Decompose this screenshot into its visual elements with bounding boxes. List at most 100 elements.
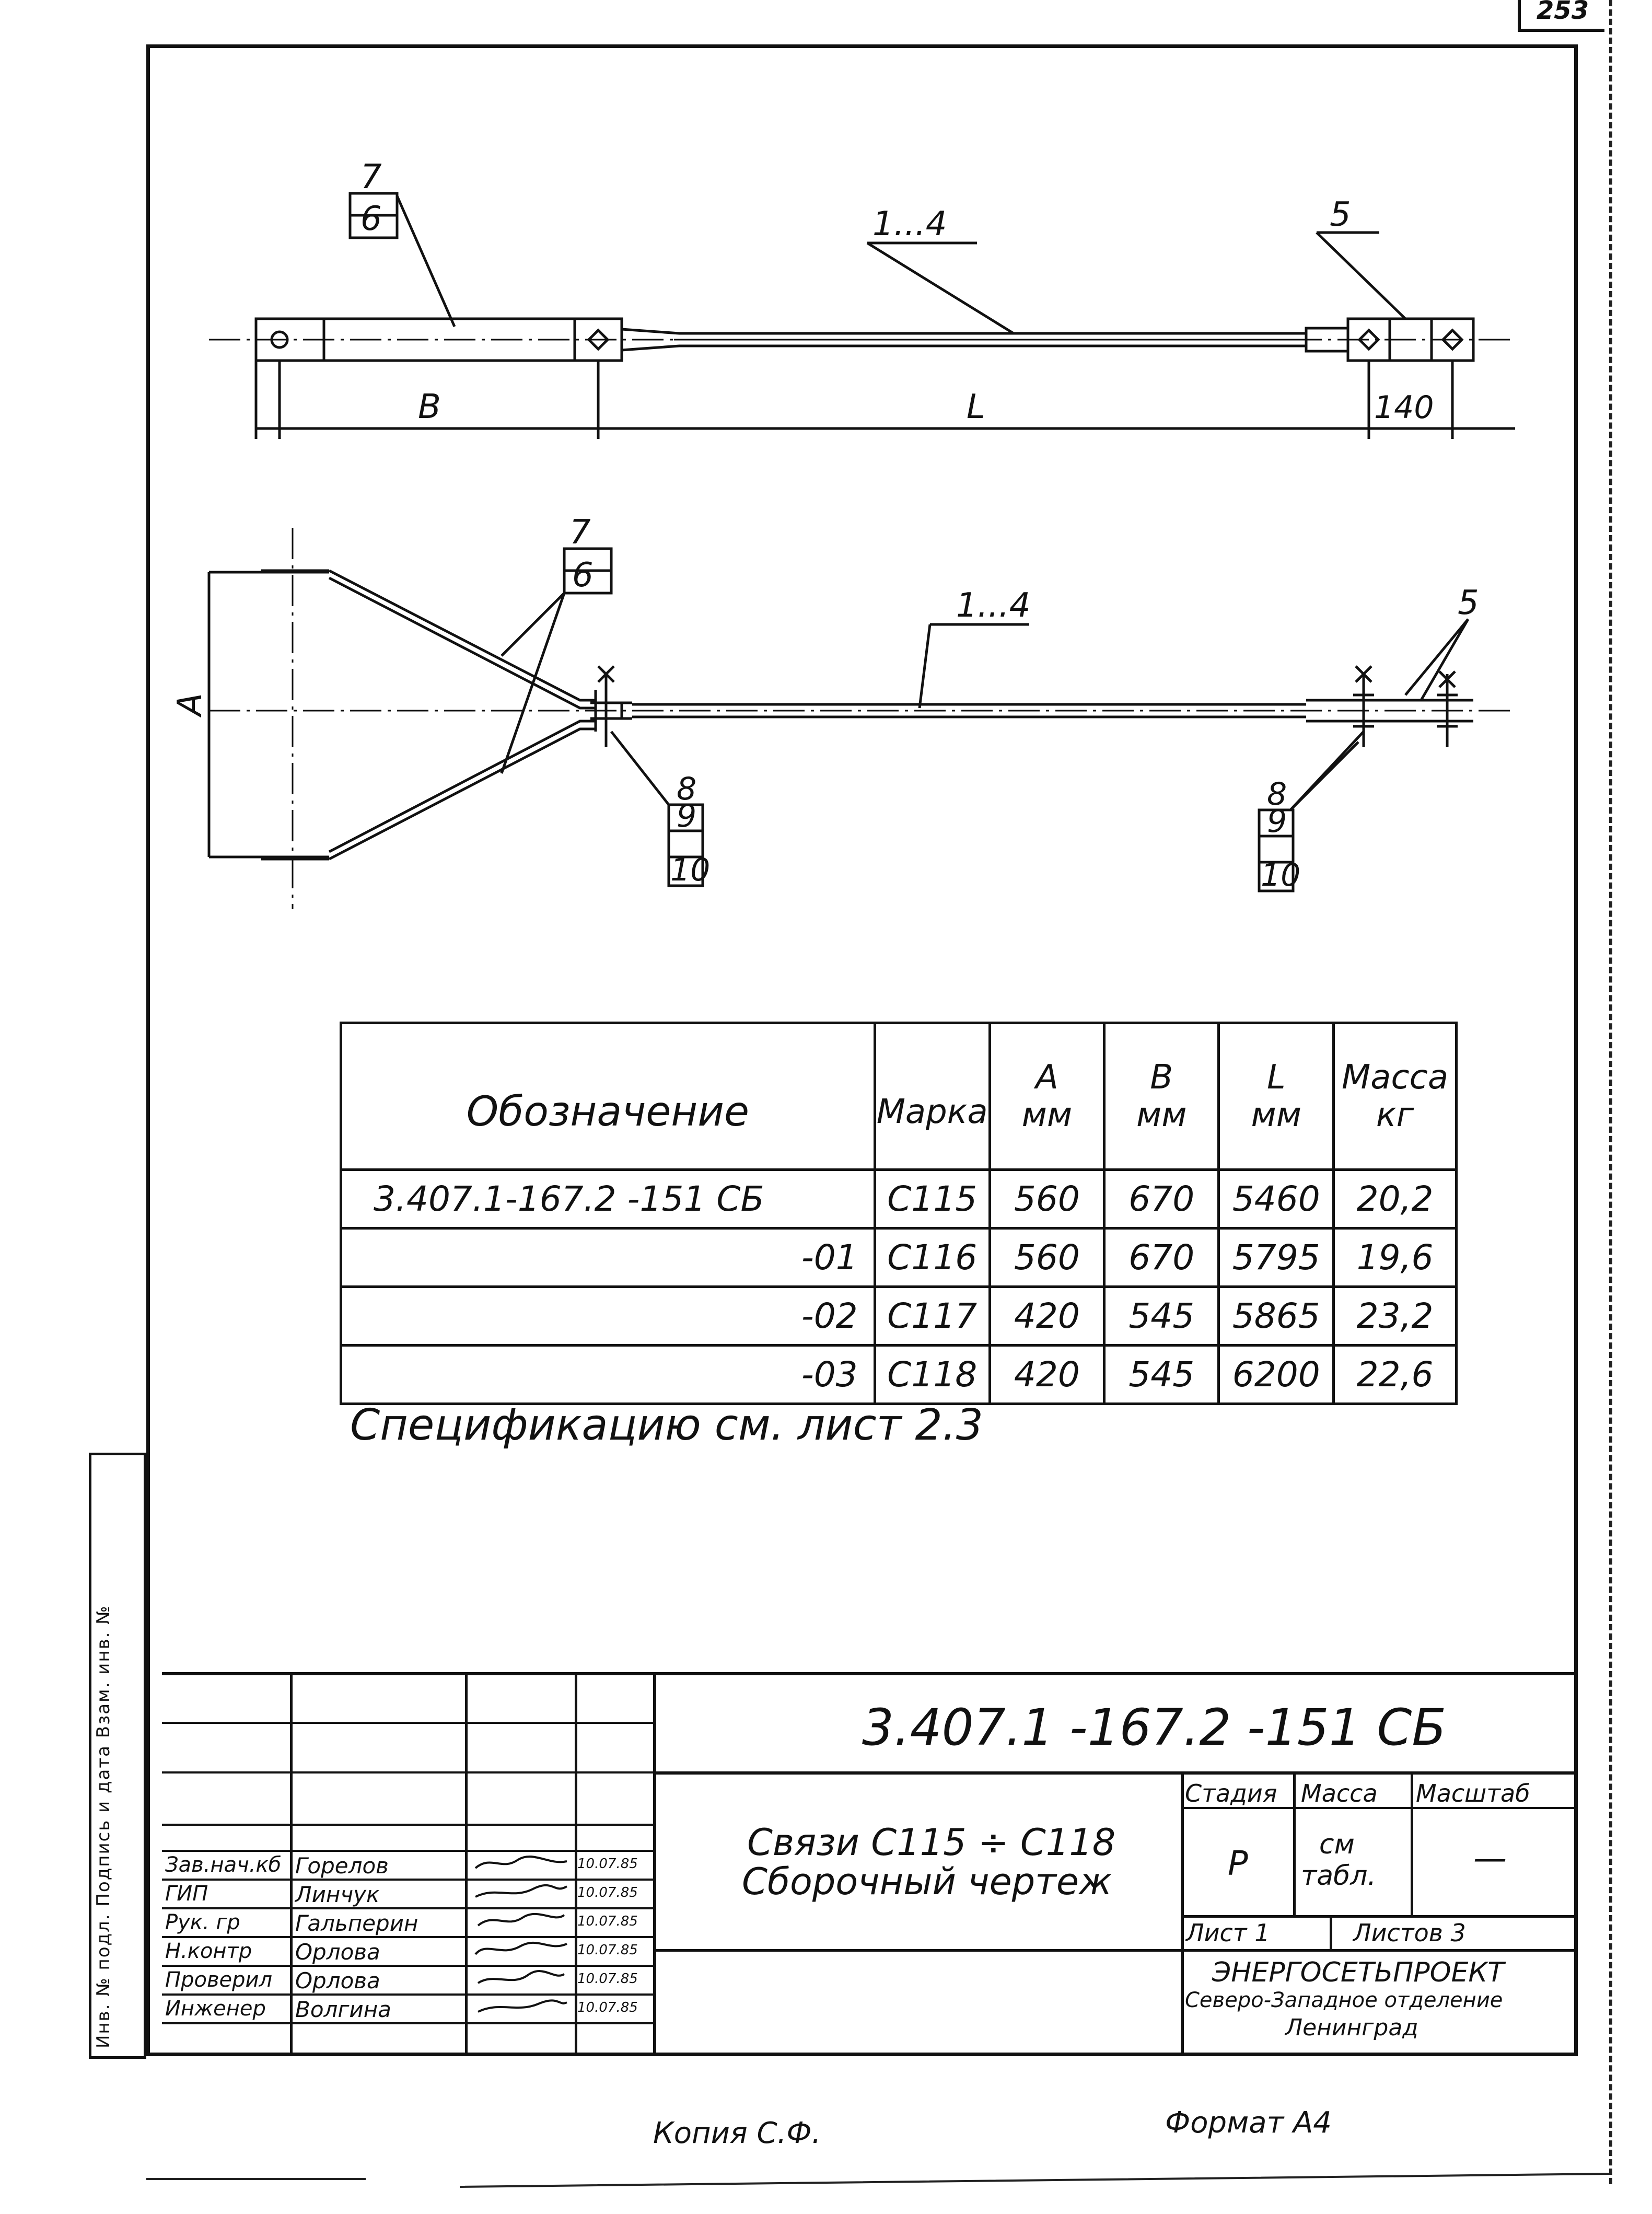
drawing-frame	[146, 44, 1578, 2056]
person-date: 10.07.85	[577, 1914, 638, 1929]
mass-value-1: см	[1319, 1829, 1355, 1860]
row-b: 545	[1103, 1344, 1220, 1405]
side-left-8: 8	[677, 771, 696, 807]
person-name: Горелов	[295, 1853, 389, 1879]
row-l: 6200	[1217, 1344, 1335, 1405]
table-row: -02 С117 420 545 5865 23,2	[340, 1285, 1458, 1347]
header-mass-unit: кг	[1376, 1096, 1414, 1134]
header-a-unit: мм	[1021, 1096, 1073, 1134]
dim-140: 140	[1374, 389, 1434, 426]
org-line2: Северо-Западное отделение	[1185, 1988, 1503, 2012]
side-left-9: 9	[677, 798, 696, 834]
side-label-rods: 1...4	[956, 586, 1030, 625]
copied-stamp: Копия С.Ф.	[653, 2116, 821, 2150]
side-right-8: 8	[1267, 776, 1287, 813]
row-mark: С116	[873, 1227, 991, 1288]
title-line2: Сборочный чертеж	[742, 1860, 1112, 1903]
person-role: Н.контр	[165, 1939, 252, 1963]
person-date: 10.07.85	[577, 1971, 638, 1987]
person-date: 10.07.85	[577, 1885, 638, 1900]
person-date: 10.07.85	[577, 1942, 638, 1958]
signatures	[474, 1856, 568, 2013]
row-mass: 20,2	[1332, 1168, 1458, 1230]
top-label-7: 7	[360, 158, 382, 196]
top-label-6: 6	[360, 200, 382, 238]
spec-note: Спецификацию см. лист 2.3	[350, 1400, 983, 1450]
assembly-drawing: 7 6 1...4 5 B L 140 7 6 1...4 5 A 8 9 10…	[171, 158, 1515, 909]
top-label-rods: 1...4	[872, 205, 947, 244]
header-b-unit: мм	[1136, 1096, 1187, 1134]
person-role: ГИП	[165, 1882, 208, 1906]
side-right-9: 9	[1267, 803, 1287, 840]
doc-code: 3.407.1 -167.2 -151 СБ	[862, 1698, 1447, 1757]
row-mark: С115	[873, 1168, 991, 1230]
dim-b: B	[418, 388, 441, 426]
org-line3: Ленинград	[1285, 2014, 1418, 2041]
table-row: -01 С116 560 670 5795 19,6	[340, 1227, 1458, 1288]
stage-value: Р	[1228, 1845, 1248, 1883]
row-mass: 19,6	[1332, 1227, 1458, 1288]
row-a: 560	[988, 1168, 1106, 1230]
person-name: Орлова	[295, 1939, 380, 1965]
mass-value-2: табл.	[1301, 1860, 1376, 1892]
header-mark: Марка	[873, 1022, 991, 1171]
row-designation: -02	[340, 1285, 876, 1347]
row-a: 560	[988, 1227, 1106, 1288]
row-l: 5865	[1217, 1285, 1335, 1347]
row-designation: 3.407.1-167.2 -151 СБ	[340, 1168, 876, 1230]
row-designation: -01	[340, 1227, 876, 1288]
person-role: Проверил	[165, 1968, 273, 1992]
row-b: 670	[1103, 1227, 1220, 1288]
sheet-number: 253	[1518, 0, 1604, 32]
person-name: Линчук	[295, 1882, 380, 1907]
row-b: 670	[1103, 1168, 1220, 1230]
side-right-10: 10	[1261, 857, 1300, 894]
scale-header: Масштаб	[1416, 1779, 1530, 1807]
row-mark: С118	[873, 1344, 991, 1405]
row-mass: 22,6	[1332, 1344, 1458, 1405]
stage-header: Стадия	[1185, 1779, 1277, 1807]
row-b: 545	[1103, 1285, 1220, 1347]
header-l-label: L	[1266, 1058, 1286, 1097]
header-mass-label: Масса	[1342, 1058, 1449, 1097]
row-mass: 23,2	[1332, 1285, 1458, 1347]
header-l-unit: мм	[1251, 1096, 1302, 1134]
row-l: 5460	[1217, 1168, 1335, 1230]
dim-l: L	[967, 388, 985, 426]
format-label: Формат А4	[1165, 2106, 1332, 2140]
side-strip	[89, 1453, 146, 2059]
bottom-edge-line	[146, 2173, 1609, 2188]
side-label-7: 7	[569, 513, 591, 552]
person-name: Орлова	[295, 1968, 380, 1993]
title-line1: Связи С115 ÷ С118	[747, 1821, 1116, 1864]
side-label-5: 5	[1458, 584, 1479, 622]
person-name: Волгина	[295, 1997, 391, 2022]
sheet-label: Лист 1	[1186, 1919, 1270, 1947]
row-mark: С117	[873, 1285, 991, 1347]
person-role: Рук. гр	[165, 1910, 240, 1934]
table-row: 3.407.1-167.2 -151 СБ С115 560 670 5460 …	[340, 1168, 1458, 1230]
person-date: 10.07.85	[577, 2000, 638, 2015]
sheets-label: Листов 3	[1353, 1919, 1466, 1947]
title-block: 3.407.1 -167.2 -151 СБ Связи С115 ÷ С118…	[162, 1672, 1578, 2056]
dim-a: A	[171, 693, 210, 718]
person-name: Гальперин	[295, 1910, 418, 1936]
person-date: 10.07.85	[577, 1856, 638, 1872]
mass-header: Масса	[1301, 1779, 1378, 1807]
scale-value: —	[1473, 1839, 1507, 1878]
row-a: 420	[988, 1285, 1106, 1347]
side-label-6: 6	[572, 556, 594, 595]
row-l: 5795	[1217, 1227, 1335, 1288]
side-left-10: 10	[670, 852, 710, 888]
side-strip-text: Инв. № подл. Подпись и дата Взам. инв. №	[93, 1605, 114, 2048]
sheet-edge-line	[1609, 0, 1612, 2184]
person-role: Зав.нач.кб	[165, 1853, 282, 1877]
row-designation: -03	[340, 1344, 876, 1405]
row-a: 420	[988, 1344, 1106, 1405]
top-label-5: 5	[1330, 195, 1351, 234]
